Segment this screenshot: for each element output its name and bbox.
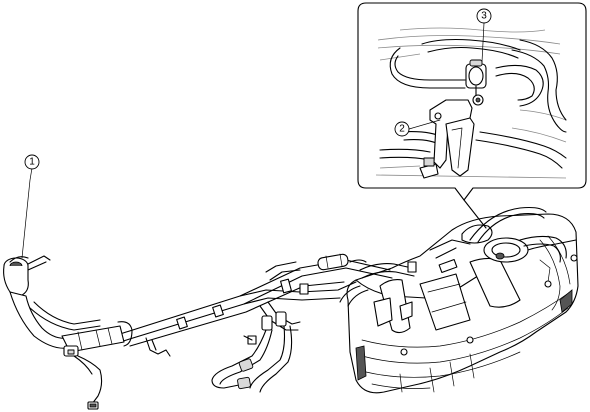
inset-leader xyxy=(463,199,487,229)
callout-label-1: 1 xyxy=(29,157,35,168)
detail-inset xyxy=(357,2,587,201)
fuel-lines xyxy=(119,253,417,347)
fuel-filler-pipe xyxy=(3,255,171,410)
fuel-tank xyxy=(346,206,579,394)
callout-3: 3 xyxy=(476,8,492,63)
callout-label-3: 3 xyxy=(481,11,487,22)
callout-label-2: 2 xyxy=(399,124,405,135)
callout-1: 1 xyxy=(21,154,40,259)
lower-hoses xyxy=(211,301,301,393)
callout-2: 2 xyxy=(394,119,441,137)
